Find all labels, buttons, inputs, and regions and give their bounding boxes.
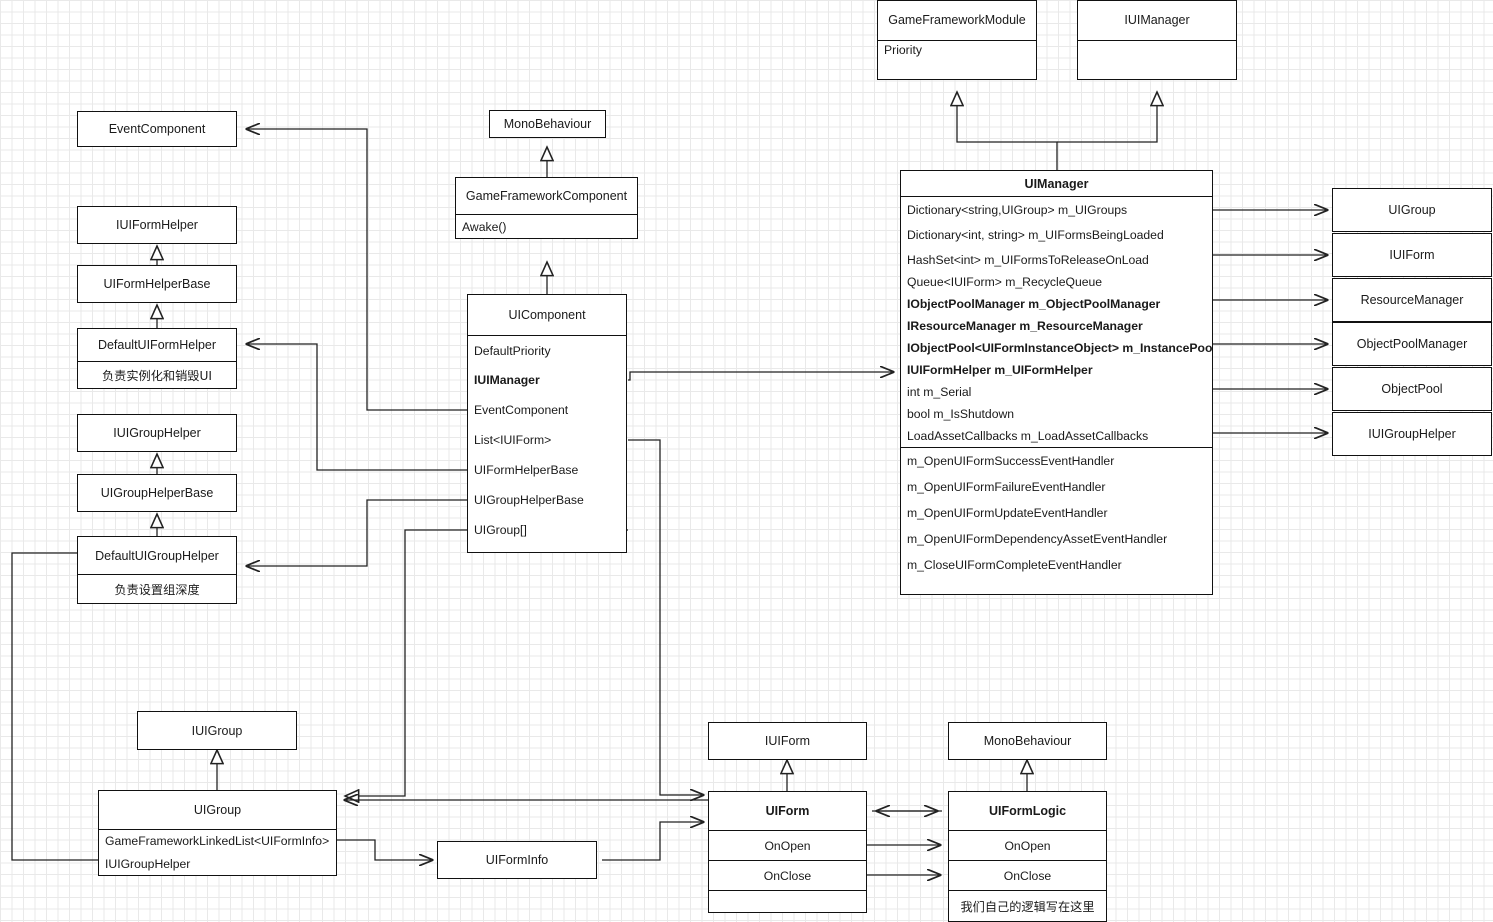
class-uigroup-bottom[interactable]: UIGroup GameFrameworkLinkedList<UIFormIn… <box>98 790 337 876</box>
class-note: 我们自己的逻辑写在这里 <box>949 890 1106 921</box>
class-monobehaviour-top[interactable]: MonoBehaviour <box>489 110 606 138</box>
class-title: DefaultUIFormHelper <box>97 338 217 353</box>
class-method: OnClose <box>709 860 866 890</box>
class-method: OnOpen <box>949 830 1106 860</box>
class-iuiformhelper[interactable]: IUIFormHelper <box>77 206 237 244</box>
class-right-uigroup[interactable]: UIGroup <box>1332 188 1492 232</box>
class-title: MonoBehaviour <box>503 117 592 131</box>
class-uiformlogic[interactable]: UIFormLogic OnOpen OnClose 我们自己的逻辑写在这里 <box>948 791 1107 922</box>
class-method: OnOpen <box>709 830 866 860</box>
class-note: 负责设置组深度 <box>78 574 236 603</box>
class-attribute: IUIManager <box>474 373 540 387</box>
class-attribute <box>1078 60 1236 80</box>
class-attribute: UIGroup[] <box>474 523 527 537</box>
class-event: m_OpenUIFormFailureEventHandler <box>907 480 1106 494</box>
class-title: IUIForm <box>764 734 811 748</box>
class-uiforminfo[interactable]: UIFormInfo <box>437 841 597 879</box>
class-attribute: UIFormHelperBase <box>474 463 579 477</box>
class-attribute: IUIGroupHelper <box>105 856 191 871</box>
class-attribute <box>878 60 1036 80</box>
class-attribute <box>1078 39 1236 60</box>
class-attribute: Dictionary<string,UIGroup> m_UIGroups <box>901 196 1212 222</box>
class-uiformhelperbase[interactable]: UIFormHelperBase <box>77 265 237 303</box>
class-event: m_CloseUIFormCompleteEventHandler <box>907 558 1122 572</box>
class-title: IUIFormHelper <box>116 218 198 232</box>
class-title: IUIGroupHelper <box>113 426 201 440</box>
class-method: Awake() <box>456 214 637 238</box>
class-event: m_OpenUIFormUpdateEventHandler <box>907 506 1108 520</box>
class-uicomponent[interactable]: UIComponent DefaultPriority IUIManager E… <box>467 294 627 553</box>
class-right-iuiform[interactable]: IUIForm <box>1332 233 1492 277</box>
class-title: UIForm <box>765 804 810 818</box>
class-title: GameFrameworkComponent <box>465 189 628 203</box>
class-title: UIGroup <box>1388 203 1436 217</box>
class-attribute: List<IUIForm> <box>474 433 552 447</box>
class-title: UIFormLogic <box>988 804 1067 818</box>
class-attribute: IResourceManager m_ResourceManager <box>907 319 1143 333</box>
class-attribute: UIGroupHelperBase <box>474 493 584 507</box>
class-attribute: int m_Serial <box>907 385 972 399</box>
class-eventcomponent[interactable]: EventComponent <box>77 111 237 147</box>
class-title: UIFormInfo <box>485 853 549 867</box>
class-attribute: Queue<IUIForm> m_RecycleQueue <box>907 275 1103 289</box>
class-attribute: Dictionary<int, string> m_UIFormsBeingLo… <box>907 228 1164 242</box>
class-title: ObjectPool <box>1381 382 1443 396</box>
class-attribute: DefaultPriority <box>468 335 626 365</box>
class-note: 负责实例化和销毁UI <box>78 361 236 388</box>
class-title: GameFrameworkModule <box>888 13 1026 28</box>
class-attribute: IObjectPool<UIFormInstanceObject> m_Inst… <box>907 341 1212 355</box>
class-right-iuigrouphelper[interactable]: IUIGroupHelper <box>1332 412 1492 456</box>
class-iuiform-bottom[interactable]: IUIForm <box>708 722 867 760</box>
class-method <box>709 890 866 912</box>
class-attribute: LoadAssetCallbacks m_LoadAssetCallbacks <box>907 429 1149 443</box>
class-monobehaviour-bottom[interactable]: MonoBehaviour <box>948 722 1107 760</box>
class-iuimanager-top[interactable]: IUIManager <box>1077 0 1237 80</box>
class-attribute: IUIFormHelper m_UIFormHelper <box>907 363 1093 377</box>
class-attribute: bool m_IsShutdown <box>907 407 1015 421</box>
class-title: UIGroup <box>193 803 242 818</box>
class-gameframeworkmodule[interactable]: GameFrameworkModule Priority <box>877 0 1037 80</box>
class-title: DefaultUIGroupHelper <box>95 548 219 563</box>
class-title: ResourceManager <box>1360 293 1464 307</box>
class-title: IUIGroupHelper <box>1368 427 1456 441</box>
class-event: m_OpenUIFormSuccessEventHandler <box>901 447 1212 474</box>
class-uigrouphelperbase[interactable]: UIGroupHelperBase <box>77 474 237 512</box>
class-title: EventComponent <box>108 122 206 136</box>
class-title: IUIManager <box>1124 13 1190 28</box>
class-title: MonoBehaviour <box>983 734 1072 748</box>
class-title: UIFormHelperBase <box>103 277 211 291</box>
class-title: UIComponent <box>508 308 586 322</box>
class-iuigroup-bottom[interactable]: IUIGroup <box>137 711 297 750</box>
class-right-resourcemanager[interactable]: ResourceManager <box>1332 278 1492 322</box>
class-attribute: IObjectPoolManager m_ObjectPoolManager <box>907 297 1161 311</box>
class-iuigrouphelper-left[interactable]: IUIGroupHelper <box>77 414 237 452</box>
class-title: IUIForm <box>1389 248 1435 262</box>
class-attribute: Priority <box>878 39 1036 60</box>
class-attribute: EventComponent <box>474 403 569 417</box>
class-title: UIGroupHelperBase <box>100 486 214 500</box>
class-event: m_OpenUIFormDependencyAssetEventHandler <box>907 532 1168 546</box>
class-uimanager[interactable]: UIManager Dictionary<string,UIGroup> m_U… <box>900 170 1213 595</box>
class-method: OnClose <box>949 860 1106 890</box>
class-title: ObjectPoolManager <box>1356 337 1468 351</box>
class-attribute: HashSet<int> m_UIFormsToReleaseOnLoad <box>907 252 1149 267</box>
class-title: UIManager <box>1024 176 1089 191</box>
class-right-objectpool[interactable]: ObjectPool <box>1332 367 1492 411</box>
class-attribute: GameFrameworkLinkedList<UIFormInfo> <box>99 829 336 852</box>
class-gameframeworkcomponent[interactable]: GameFrameworkComponent Awake() <box>455 177 638 239</box>
class-right-objectpoolmanager[interactable]: ObjectPoolManager <box>1332 322 1492 366</box>
class-defaultuiformhelper[interactable]: DefaultUIFormHelper 负责实例化和销毁UI <box>77 328 237 389</box>
class-defaultuigrouphelper[interactable]: DefaultUIGroupHelper 负责设置组深度 <box>77 536 237 604</box>
class-uiform[interactable]: UIForm OnOpen OnClose <box>708 791 867 913</box>
class-title: IUIGroup <box>191 723 243 738</box>
